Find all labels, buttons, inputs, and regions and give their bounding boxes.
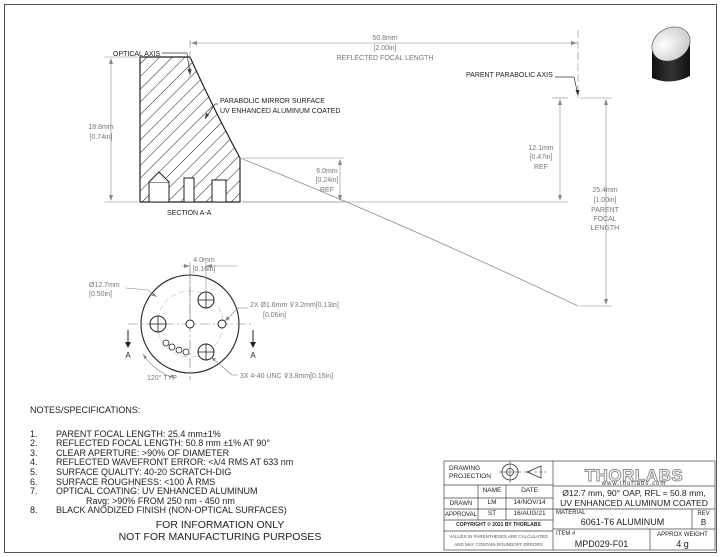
- parent-focal-in: [1.00in]: [594, 197, 617, 204]
- parent-focal-label-2: FOCAL: [593, 216, 616, 223]
- pin-hole-center: [185, 319, 195, 329]
- reflected-focal-dimension: [190, 30, 579, 98]
- mirror-3d-thumbnail: [651, 26, 691, 82]
- parent-axis-leader: [555, 76, 580, 96]
- optical-axis-leader: [162, 40, 192, 78]
- section-a-right: A: [250, 351, 256, 360]
- spacing-mm: 4.0mm: [193, 257, 215, 264]
- parent-axis-label: PARENT PARABOLIC AXIS: [466, 72, 553, 79]
- description-line-1: Ø12.7 mm, 90° OAP, RFL = 50.8 mm,: [562, 487, 706, 498]
- ref-tag: REF: [320, 187, 334, 194]
- disclaimer-line-1: FOR INFORMATION ONLY: [155, 519, 285, 531]
- ref-mm: 6.0mm: [316, 168, 338, 175]
- rev-value: B: [700, 518, 707, 527]
- disclaimer-line-2: NOT FOR MANUFACTURING PURPOSES: [118, 531, 322, 543]
- projection-symbol-icon: [499, 461, 546, 483]
- section-line-a: [125, 330, 256, 348]
- disclaimer: FOR INFORMATION ONLY NOT FOR MANUFACTURI…: [118, 519, 322, 543]
- offset-tag: REF: [534, 164, 548, 171]
- projection-label-2: PROJECTION: [449, 473, 491, 480]
- sheet-border: [4, 4, 717, 553]
- pin-holes-in: [0.06in]: [263, 312, 286, 319]
- parent-focal-label-1: PARENT: [591, 207, 620, 214]
- description-line-2: UV ENHANCED ALUMINUM COATED: [560, 497, 708, 508]
- values-note-2: AND MAY CONTAIN ROUNDOFF ERRORS: [454, 541, 543, 547]
- name-header: NAME: [482, 487, 502, 495]
- height-dimension: [104, 56, 138, 203]
- section-a-left: A: [125, 351, 131, 360]
- item-number: MPD029-F01: [574, 538, 629, 549]
- spacing-in: [0.16in]: [193, 266, 216, 273]
- material-label: MATERIAL: [556, 510, 586, 516]
- ref-in: [0.24in]: [316, 177, 339, 184]
- note-item: 4.REFLECTED WAVEFRONT ERROR: <λ/4 RMS AT…: [30, 457, 294, 468]
- tapped-hole-section-right: [211, 179, 227, 203]
- drawn-label: DRAWN: [449, 500, 473, 507]
- section-view: [139, 56, 241, 203]
- reflected-focal-label: REFLECTED FOCAL LENGTH: [337, 55, 434, 62]
- bottom-view: [128, 268, 253, 380]
- pin-holes-leader: [225, 307, 248, 321]
- weight-label: APPROX WEIGHT: [657, 532, 708, 538]
- reflected-focal-mm: 50.8mm: [372, 35, 397, 42]
- tapped-holes-label: 3X 4-40 UNC ⊽3.8mm[0.15in]: [240, 372, 333, 380]
- copyright: COPYRIGHT © 2021 BY THORLABS: [456, 522, 541, 528]
- parent-offset-dimension: [242, 97, 568, 203]
- diameter-leader: [125, 287, 157, 297]
- mirror-surface-label-1: PARABOLIC MIRROR SURFACE: [220, 98, 325, 105]
- section-label: SECTION A-A: [167, 210, 212, 217]
- note-item: 5.SURFACE QUALITY: 40-20 SCRATCH-DIG: [30, 466, 232, 477]
- item-label: ITEM #: [556, 531, 576, 537]
- approval-label: APPROVAL: [445, 511, 477, 518]
- pin-hole-right: [217, 319, 227, 329]
- drawn-name: LM: [487, 499, 497, 507]
- note-item-continuation: Ravg: >90% FROM 250 nm - 450 nm: [86, 495, 235, 506]
- pin-holes-label: 2X Ø1.6mm ⊽3.2mm[0.13in]: [250, 301, 339, 309]
- title-block-grid: [443, 460, 716, 551]
- parent-parabola-curve: [239, 157, 579, 307]
- diameter-mm: Ø12.7mm: [89, 282, 120, 289]
- height-mm: 18.8mm: [88, 124, 113, 131]
- optical-axis-label: OPTICAL AXIS: [113, 51, 161, 58]
- thorlabs-logo: THORLABS: [585, 466, 683, 485]
- mirror-surface-leader: [204, 103, 218, 120]
- website: www.thorlabs.com: [601, 480, 667, 487]
- weight-value: 4 g: [676, 539, 689, 549]
- reflected-focal-in: [2.00in]: [374, 45, 397, 52]
- offset-in: [0.47in]: [530, 154, 553, 161]
- approval-name: ST: [487, 510, 497, 518]
- material-value: 6061-T6 ALUMINUM: [580, 516, 665, 527]
- diameter-in: [0.50in]: [89, 291, 112, 298]
- note-item: 3.CLEAR APERTURE: >90% OF DIAMETER: [30, 447, 230, 458]
- angle-label: 120° TYP: [147, 374, 177, 382]
- parent-focal-mm: 25.4mm: [592, 187, 617, 194]
- height-in: [0.74in]: [90, 134, 113, 141]
- mirror-surface-label-2: UV ENHANCED ALUMINUM COATED: [220, 108, 340, 115]
- notes-title: NOTES/SPECIFICATIONS:: [30, 405, 141, 415]
- approval-date: 16/AUG/21: [513, 510, 546, 518]
- tapped-hole-section-left: [148, 181, 170, 203]
- tapped-holes-leader: [211, 357, 238, 376]
- pin-hole-section: [183, 177, 195, 203]
- offset-mm: 12.1mm: [528, 145, 553, 152]
- note-item: 1.PARENT FOCAL LENGTH: 25.4 mm±1%: [30, 428, 221, 439]
- hole-spacing-dimension: [182, 262, 238, 318]
- projection-label-1: DRAWING: [449, 465, 481, 472]
- parent-focal-label-3: LENGTH: [591, 225, 619, 232]
- rev-label: REV: [697, 511, 710, 517]
- note-item: 2.REFLECTED FOCAL LENGTH: 50.8 mm ±1% AT…: [30, 438, 270, 449]
- note-item: 7.OPTICAL COATING: UV ENHANCED ALUMINUM: [30, 486, 258, 497]
- notes-specifications: NOTES/SPECIFICATIONS: 1.PARENT FOCAL LEN…: [30, 405, 294, 516]
- note-item: 8.BLACK ANODIZED FINISH (NON-OPTICAL SUR…: [30, 505, 287, 516]
- date-header: DATE: [521, 487, 538, 495]
- note-item: 6.SURFACE ROUGHNESS: <100 Å RMS: [30, 476, 216, 487]
- mirror-section-body: [139, 56, 241, 203]
- parent-focal-dimension: [580, 97, 612, 307]
- values-note-1: VALUES IN PARENTHESES ARE CALCULATED: [449, 533, 548, 539]
- drawn-date: 14/NOV/14: [513, 499, 546, 507]
